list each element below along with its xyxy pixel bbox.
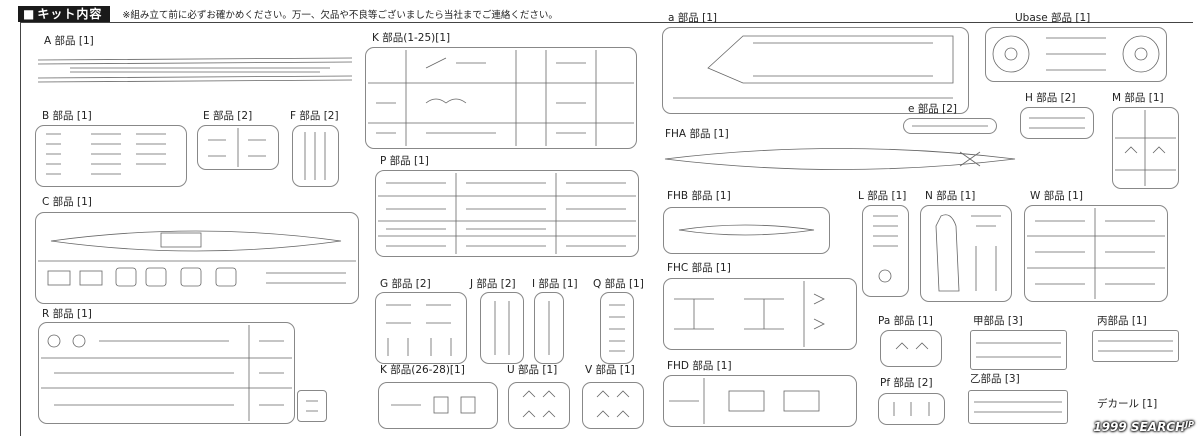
kit-contents-title: キット内容	[18, 6, 111, 22]
label-Pf: Pf 部品 [2]	[880, 377, 933, 389]
sprue-L	[862, 205, 909, 297]
sprue-K1	[365, 47, 637, 149]
sprue-N	[920, 205, 1012, 302]
label-B: B 部品 [1]	[42, 110, 92, 122]
sprue-I	[534, 292, 564, 364]
sprue-FHD	[663, 375, 857, 427]
label-Pa: Pa 部品 [1]	[878, 315, 933, 327]
label-FHB: FHB 部品 [1]	[667, 190, 731, 202]
sprue-U	[508, 382, 570, 429]
sprue-G	[375, 292, 467, 364]
sprue-H	[1020, 107, 1094, 139]
sprue-R	[38, 322, 295, 424]
label-Ubase: Ubase 部品 [1]	[1015, 12, 1091, 24]
label-FHD: FHD 部品 [1]	[667, 360, 732, 372]
sprue-Pa	[880, 330, 942, 367]
label-a: a 部品 [1]	[668, 12, 717, 24]
label-a-upper: A 部品 [1]	[44, 35, 94, 47]
label-P: P 部品 [1]	[380, 155, 429, 167]
sprue-Ubase	[985, 27, 1167, 82]
label-K2: K 部品(26-28)[1]	[380, 364, 465, 376]
sprue-C	[35, 212, 359, 304]
sprue-A	[30, 50, 360, 92]
label-Otsu: 乙部品 [3]	[970, 373, 1020, 385]
watermark-suffix: JP	[1185, 420, 1194, 429]
label-K1: K 部品(1-25)[1]	[372, 32, 451, 44]
sprue-W	[1024, 205, 1168, 302]
sprue-e	[903, 118, 997, 134]
sprue-a	[662, 27, 969, 114]
label-V: V 部品 [1]	[585, 364, 635, 376]
sprue-V	[582, 382, 644, 429]
label-Kou: 甲部品 [3]	[973, 315, 1023, 327]
label-U: U 部品 [1]	[507, 364, 558, 376]
watermark: 1999 SEARCHJP	[1093, 420, 1194, 434]
label-I: I 部品 [1]	[532, 278, 578, 290]
sprue-Otsu	[968, 390, 1068, 424]
label-F: F 部品 [2]	[290, 110, 339, 122]
label-E: E 部品 [2]	[203, 110, 253, 122]
watermark-text: 1999 SEARCH	[1093, 420, 1186, 434]
content-frame	[20, 22, 1193, 436]
label-Q: Q 部品 [1]	[593, 278, 644, 290]
label-N: N 部品 [1]	[925, 190, 976, 202]
label-FHC: FHC 部品 [1]	[667, 262, 731, 274]
sprue-Hei	[1092, 330, 1179, 362]
header: キット内容 ※組み立て前に必ずお確かめください。万一、欠品や不良等ございましたら…	[18, 6, 558, 22]
label-e: e 部品 [2]	[908, 103, 958, 115]
sprue-Kou	[970, 330, 1067, 370]
label-M: M 部品 [1]	[1112, 92, 1164, 104]
sprue-J	[480, 292, 524, 364]
sprue-M	[1112, 107, 1179, 189]
sprue-P	[375, 170, 639, 257]
sprue-FHC	[663, 278, 857, 350]
sprue-FHA	[660, 140, 1025, 178]
label-H: H 部品 [2]	[1025, 92, 1076, 104]
label-Hei: 丙部品 [1]	[1097, 315, 1147, 327]
label-J: J 部品 [2]	[470, 278, 516, 290]
label-C: C 部品 [1]	[42, 196, 92, 208]
kit-contents-note: ※組み立て前に必ずお確かめください。万一、欠品や不良等ございましたら当社までご連…	[122, 10, 558, 21]
sprue-FHB	[663, 207, 830, 254]
label-FHA: FHA 部品 [1]	[665, 128, 729, 140]
sprue-Q	[600, 292, 634, 364]
label-R: R 部品 [1]	[42, 308, 92, 320]
label-W: W 部品 [1]	[1030, 190, 1083, 202]
sprue-K2	[378, 382, 498, 429]
sprue-F	[292, 125, 339, 187]
sprue-R-small	[297, 390, 327, 422]
label-G: G 部品 [2]	[380, 278, 431, 290]
sprue-Pf	[878, 393, 945, 425]
sprue-E	[197, 125, 279, 170]
label-Decal: デカール [1]	[1097, 398, 1158, 410]
sprue-B	[35, 125, 187, 187]
label-L: L 部品 [1]	[858, 190, 907, 202]
